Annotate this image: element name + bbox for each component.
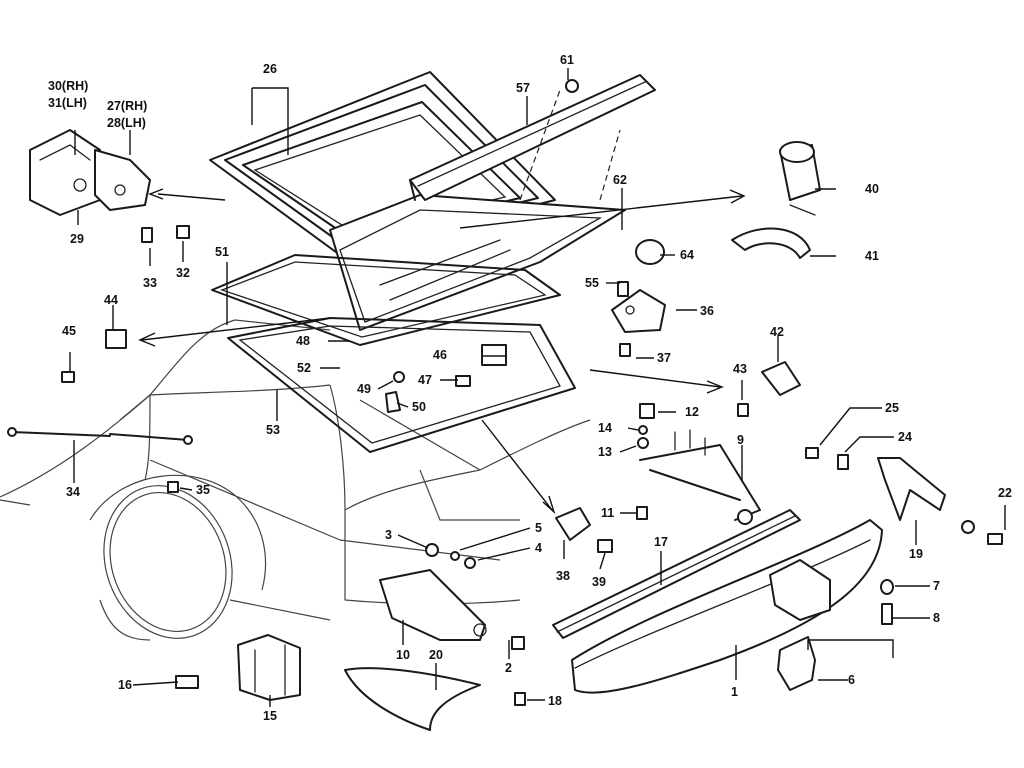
callout-33: 33 xyxy=(143,276,157,290)
callout-7: 7 xyxy=(933,579,940,593)
callout-37: 37 xyxy=(657,351,671,365)
callout-36: 36 xyxy=(700,304,714,318)
callout-30: 30(RH) xyxy=(48,79,88,93)
callout-44: 44 xyxy=(104,293,118,307)
mudguard-15 xyxy=(237,634,301,701)
callout-52: 52 xyxy=(297,361,311,375)
weatherstrip-51 xyxy=(211,254,561,346)
bumper-stay-9 xyxy=(639,429,761,525)
callout-2: 2 xyxy=(505,661,512,675)
bumper-face-1 xyxy=(571,519,883,694)
weatherstrip-52-53 xyxy=(227,317,576,453)
callout-55: 55 xyxy=(585,276,599,290)
callout-26: 26 xyxy=(263,62,277,76)
callout-45: 45 xyxy=(62,324,76,338)
callout-34: 34 xyxy=(66,485,80,499)
callout-61: 61 xyxy=(560,53,574,67)
back-door-panel-48 xyxy=(329,194,626,331)
callout-57: 57 xyxy=(516,81,530,95)
callout-43: 43 xyxy=(733,362,747,376)
fasteners xyxy=(61,79,1003,706)
callout-40: 40 xyxy=(865,182,879,196)
side-trim-19 xyxy=(877,457,946,521)
callout-12: 12 xyxy=(685,405,699,419)
callout-6: 6 xyxy=(848,673,855,687)
callout-15: 15 xyxy=(263,709,277,723)
callout-47: 47 xyxy=(418,373,432,387)
callout-24: 24 xyxy=(898,430,912,444)
callout-29: 29 xyxy=(70,232,84,246)
callout-14: 14 xyxy=(598,421,612,435)
lock-cylinder-40 xyxy=(779,141,821,216)
callout-49: 49 xyxy=(357,382,371,396)
callout-46: 46 xyxy=(433,348,447,362)
callout-32: 32 xyxy=(176,266,190,280)
callout-17: 17 xyxy=(654,535,668,549)
callout-19: 19 xyxy=(909,547,923,561)
callout-25: 25 xyxy=(885,401,899,415)
callout-64: 64 xyxy=(680,248,694,262)
callout-50: 50 xyxy=(412,400,426,414)
gas-strut-34 xyxy=(7,427,193,445)
callout-18: 18 xyxy=(548,694,562,708)
leader-lines xyxy=(69,68,1006,707)
callout-51: 51 xyxy=(215,245,229,259)
callout-4: 4 xyxy=(535,541,542,555)
callout-5: 5 xyxy=(535,521,542,535)
callout-22: 22 xyxy=(998,486,1012,500)
retainer-41 xyxy=(731,227,811,259)
callout-41: 41 xyxy=(865,249,879,263)
reinforcement-17 xyxy=(552,509,801,639)
callout-48: 48 xyxy=(296,334,310,348)
callout-13: 13 xyxy=(598,445,612,459)
callout-35: 35 xyxy=(196,483,210,497)
hinge-assembly xyxy=(29,129,151,216)
callout-8: 8 xyxy=(933,611,940,625)
callout-10: 10 xyxy=(396,648,410,662)
callout-38: 38 xyxy=(556,569,570,583)
bracket-6 xyxy=(777,636,816,691)
roof-spoiler-57 xyxy=(409,74,656,201)
callout-53: 53 xyxy=(266,423,280,437)
callout-labels: 1 2 3 4 5 6 7 8 9 10 11 12 13 14 15 16 1… xyxy=(48,53,1012,723)
callout-20: 20 xyxy=(429,648,443,662)
callout-28: 28(LH) xyxy=(107,116,146,130)
callout-11: 11 xyxy=(601,506,614,520)
car-body-outline xyxy=(0,319,591,641)
lamp-38 xyxy=(555,507,591,541)
callout-16: 16 xyxy=(118,678,132,692)
callout-31: 31(LH) xyxy=(48,96,87,110)
callout-62: 62 xyxy=(613,173,627,187)
callout-1: 1 xyxy=(731,685,738,699)
callout-9: 9 xyxy=(737,433,744,447)
callout-3: 3 xyxy=(385,528,392,542)
bracket-10 xyxy=(379,569,487,641)
callout-42: 42 xyxy=(770,325,784,339)
side-trim-20 xyxy=(344,667,481,731)
callout-27: 27(RH) xyxy=(107,99,147,113)
latch-36 xyxy=(611,289,666,333)
striker-42 xyxy=(761,361,801,396)
callout-39: 39 xyxy=(592,575,606,589)
direction-arrows xyxy=(138,188,746,515)
